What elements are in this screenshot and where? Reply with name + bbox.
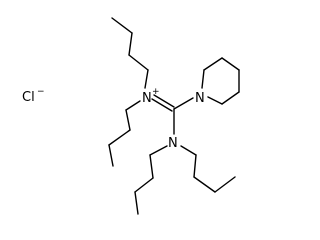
- piperidine-ring: [201, 57, 240, 105]
- bond-ring-c2-c3: [203, 57, 223, 71]
- bond-lower-right-c3-c4: [214, 176, 236, 193]
- bond-ring-c6-n: [207, 96, 223, 105]
- iminium-nitrogen-charge: +: [152, 87, 160, 97]
- chloride-charge: −: [37, 87, 45, 97]
- amidinium-core: [151, 94, 194, 135]
- bond-amine-n-left-c1: [149, 145, 168, 156]
- bond-amine-n-right-c1: [180, 145, 197, 156]
- bond-upper-butyl-c3-c4: [111, 17, 133, 34]
- bond-c-piperidine-n: [173, 97, 194, 110]
- bond-n-upper-butyl-c1: [144, 69, 149, 89]
- bond-n-left-butyl-c1: [125, 100, 141, 111]
- bond-left-butyl-c2-c3: [108, 129, 131, 146]
- iminium-nitrogen-label: N: [142, 91, 152, 106]
- bond-left-butyl-c3-c4: [108, 144, 114, 167]
- bond-iminium-double-a: [153, 94, 175, 108]
- bond-iminium-double-b: [151, 98, 173, 112]
- bond-lower-left-c1-c2: [149, 154, 154, 179]
- bond-left-butyl-c1-c2: [125, 109, 131, 131]
- bond-lower-right-c2-c3: [193, 176, 216, 193]
- chemical-structure: Cl − N + N N: [22, 17, 240, 215]
- bond-lower-left-c2-c3: [134, 177, 154, 193]
- bond-lower-right-c1-c2: [193, 154, 197, 178]
- lower-right-butyl-chain: [180, 145, 236, 193]
- bond-upper-butyl-c1-c2: [128, 54, 149, 71]
- lower-left-butyl-chain: [134, 145, 168, 215]
- upper-butyl-chain: [111, 17, 149, 89]
- bond-ring-n-c2: [201, 69, 205, 89]
- bond-ring-c5-c6: [221, 91, 240, 105]
- bond-lower-left-c3-c4: [134, 191, 139, 215]
- amine-nitrogen-label: N: [168, 136, 178, 151]
- left-butyl-chain: [108, 100, 141, 167]
- piperidine-nitrogen-label: N: [195, 91, 205, 106]
- bond-upper-butyl-c2-c3: [128, 32, 133, 56]
- chloride-label: Cl: [22, 90, 35, 105]
- bond-ring-c3-c4: [221, 57, 240, 71]
